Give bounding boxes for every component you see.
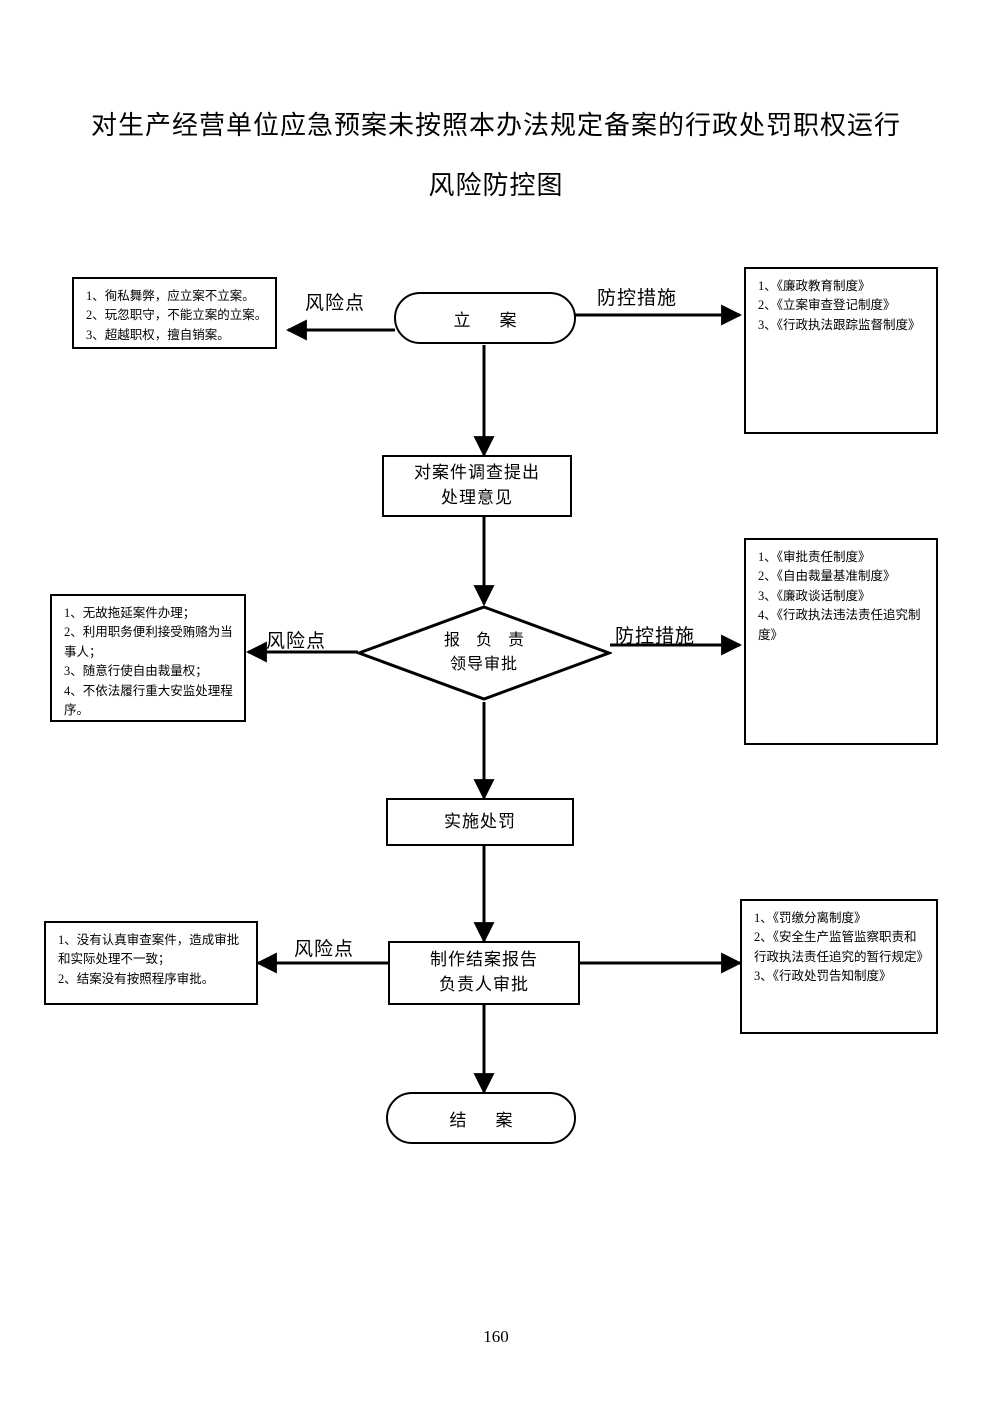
control-approval-line-4: 4、《行政执法违法责任追究制度》 — [758, 608, 921, 642]
page-number: 160 — [483, 1327, 509, 1346]
node-filing-label: 立 案 — [453, 310, 523, 330]
risk-filing-line-1: 1、徇私舞弊，应立案不立案。 — [86, 289, 255, 303]
risk-box-closing: 1、没有认真审查案件，造成审批和实际处理不一致； 2、结案没有按照程序审批。 — [44, 921, 258, 1005]
control-approval-line-2: 2、《自由裁量基准制度》 — [758, 569, 896, 584]
risk-approval-line-3: 3、随意行使自由裁量权； — [64, 664, 208, 679]
control-box-closing: 1、《罚缴分离制度》 2、《安全生产监管监察职责和行政执法责任追究的暂行规定》 … — [740, 899, 938, 1034]
control-box-approval: 1、《审批责任制度》 2、《自由裁量基准制度》 3、《廉政谈话制度》 4、《行政… — [744, 538, 938, 745]
node-penalty: 实施处罚 — [386, 798, 574, 846]
connector-label-risk-point-closing: 风险点 — [294, 939, 355, 960]
control-approval-line-3: 3、《廉政谈话制度》 — [758, 588, 871, 603]
page-title-line-2: 风险防控图 — [428, 171, 564, 200]
node-case-closed: 结 案 — [386, 1092, 576, 1144]
node-approval-line-2: 领导审批 — [449, 656, 518, 673]
risk-approval-line-1: 1、无故拖延案件办理； — [64, 606, 196, 620]
page-title: 对生产经营单位应急预案未按照本办法规定备案的行政处罚职权运行 风险防控图 — [0, 96, 992, 216]
node-investigate-line-2: 处理意见 — [441, 488, 513, 507]
node-penalty-label: 实施处罚 — [444, 811, 516, 831]
control-filing-line-3: 3、《行政执法跟踪监督制度》 — [758, 317, 921, 332]
risk-closing-line-1: 1、没有认真审查案件，造成审批和实际处理不一致； — [58, 933, 240, 967]
connector-label-risk-point-approval: 风险点 — [266, 631, 327, 652]
node-approval-line-1: 报 负 责 — [443, 632, 530, 649]
node-investigate-line-1: 对案件调查提出 — [414, 463, 540, 483]
node-investigate: 对案件调查提出 处理意见 — [382, 455, 572, 517]
risk-closing-line-2: 2、结案没有按照程序审批。 — [58, 971, 215, 986]
node-closing-report-line-2: 负责人审批 — [439, 975, 529, 994]
control-approval-line-1: 1、《审批责任制度》 — [758, 550, 871, 564]
risk-approval-line-2: 2、利用职务便利接受贿赂为当事人； — [64, 625, 233, 659]
node-case-closed-label: 结 案 — [449, 1110, 519, 1130]
risk-filing-line-2: 2、玩忽职守，不能立案的立案。 — [86, 308, 268, 323]
control-closing-line-2: 2、《安全生产监管监察职责和行政执法责任追究的暂行规定》 — [754, 930, 930, 964]
risk-box-filing: 1、徇私舞弊，应立案不立案。 2、玩忽职守，不能立案的立案。 3、超越职权，擅自… — [72, 277, 277, 349]
connector-label-control-measure-filing: 防控措施 — [597, 288, 678, 309]
node-closing-report: 制作结案报告 负责人审批 — [388, 941, 580, 1005]
node-closing-report-line-1: 制作结案报告 — [430, 950, 538, 970]
node-approval: 报 负 责 领导审批 — [356, 604, 612, 702]
risk-filing-line-3: 3、超越职权，擅自销案。 — [86, 327, 230, 342]
diamond-shape — [356, 605, 612, 701]
connector-label-control-measure-approval: 防控措施 — [615, 626, 696, 647]
node-approval-label: 报 负 责 领导审批 — [356, 604, 612, 702]
control-filing-line-1: 1、《廉政教育制度》 — [758, 279, 871, 293]
node-filing: 立 案 — [394, 292, 576, 344]
connector-label-risk-point-filing: 风险点 — [305, 293, 366, 314]
control-filing-line-2: 2、《立案审查登记制度》 — [758, 298, 896, 313]
page-title-line-1: 对生产经营单位应急预案未按照本办法规定备案的行政处罚职权运行 — [90, 111, 901, 140]
control-closing-line-1: 1、《罚缴分离制度》 — [754, 911, 867, 925]
risk-box-approval: 1、无故拖延案件办理； 2、利用职务便利接受贿赂为当事人； 3、随意行使自由裁量… — [50, 594, 246, 722]
risk-approval-line-4: 4、不依法履行重大安监处理程序。 — [64, 683, 233, 717]
control-closing-line-3: 3、《行政处罚告知制度》 — [754, 969, 892, 984]
control-box-filing: 1、《廉政教育制度》 2、《立案审查登记制度》 3、《行政执法跟踪监督制度》 — [744, 267, 938, 434]
